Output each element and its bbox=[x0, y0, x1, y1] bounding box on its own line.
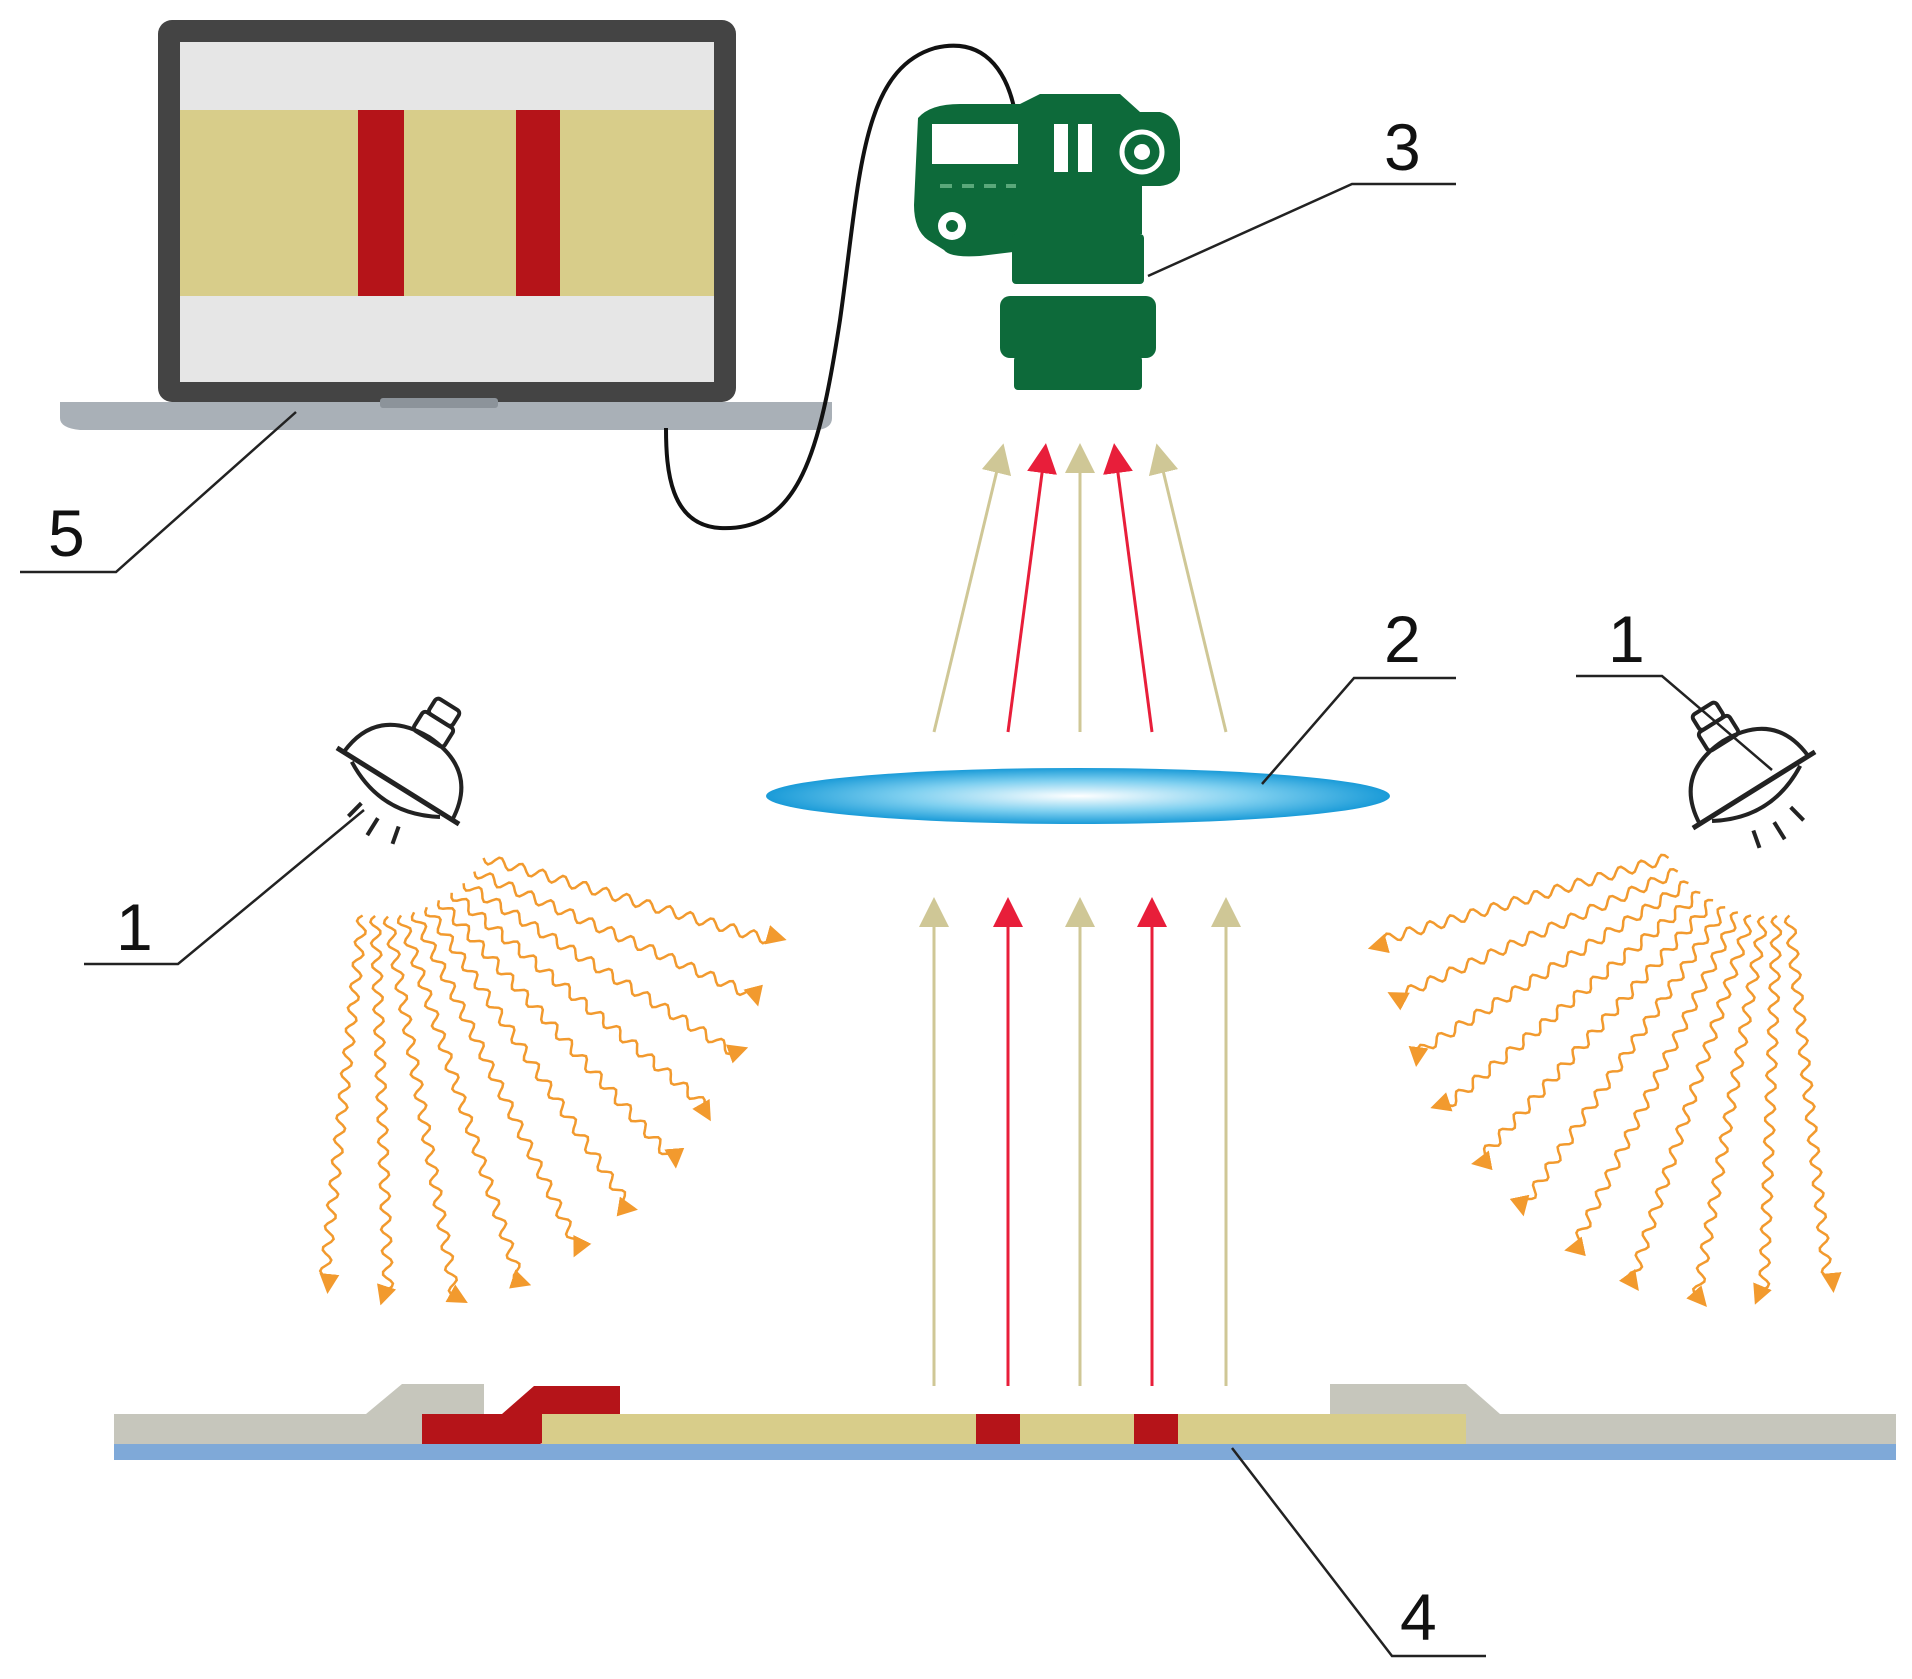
lamp-icon bbox=[1688, 700, 1817, 849]
right-light-wave bbox=[1471, 898, 1714, 1171]
lamp-left-glow-2 bbox=[365, 817, 380, 837]
leader-camera bbox=[1147, 182, 1456, 278]
left-light-wave bbox=[423, 906, 638, 1217]
upper-reflected-rays bbox=[932, 443, 1228, 733]
strip-sample-pad bbox=[114, 1384, 484, 1444]
left-light-wave bbox=[368, 914, 397, 1306]
right-light-wave bbox=[1387, 868, 1679, 1011]
test-strip bbox=[114, 1384, 1896, 1460]
right-light-wave bbox=[1753, 914, 1783, 1305]
strip-absorbent-pad bbox=[1330, 1384, 1896, 1444]
upper-ray-pale-1 bbox=[932, 443, 1012, 733]
screen-test-line-1 bbox=[358, 110, 404, 296]
label-lamp-right: 1 bbox=[1608, 602, 1645, 676]
left-light-wave bbox=[462, 883, 749, 1064]
camera-display bbox=[932, 124, 1018, 164]
emitted-light-right bbox=[1367, 853, 1842, 1307]
upper-ray-red-1 bbox=[1006, 443, 1057, 733]
lamp-left-bulb bbox=[350, 760, 441, 819]
right-light-wave bbox=[1564, 911, 1739, 1257]
label-laptop: 5 bbox=[48, 496, 85, 570]
laptop-icon bbox=[60, 20, 832, 430]
focusing-lens bbox=[766, 768, 1390, 824]
left-light-wave bbox=[450, 892, 711, 1122]
screen-test-line-2 bbox=[516, 110, 560, 296]
left-light-wave bbox=[482, 856, 787, 945]
camera-dial-center bbox=[1134, 144, 1150, 160]
lamp-left-glow-1 bbox=[346, 801, 363, 818]
left-light-wave bbox=[410, 911, 592, 1258]
upper-ray-pale-3 bbox=[1148, 443, 1228, 733]
right-light-wave bbox=[1367, 853, 1670, 954]
strip-control-line bbox=[1134, 1414, 1178, 1444]
camera-dial bbox=[1119, 129, 1165, 175]
lamp-right-shade bbox=[1688, 726, 1812, 827]
strip-test-line bbox=[976, 1414, 1020, 1444]
leader-strip bbox=[1231, 1447, 1486, 1658]
usb-cable bbox=[664, 43, 1018, 531]
label-strip: 4 bbox=[1400, 1580, 1437, 1654]
strip-backing bbox=[114, 1444, 1896, 1460]
camera-button-2 bbox=[1078, 124, 1092, 172]
lamp-right-glow-1 bbox=[1751, 829, 1762, 849]
lamp-left-shade bbox=[340, 722, 464, 823]
right-light-wave bbox=[1430, 890, 1701, 1112]
lower-reflected-rays bbox=[919, 897, 1241, 1386]
leader-lens bbox=[1261, 676, 1456, 785]
screen-strip-band bbox=[180, 110, 714, 296]
camera-lens-ring bbox=[1004, 284, 1152, 298]
lamp-icon bbox=[335, 696, 464, 845]
left-light-wave bbox=[318, 914, 367, 1294]
lamp-right-rim bbox=[1691, 749, 1817, 831]
laptop-notch bbox=[380, 398, 498, 408]
right-light-wave bbox=[1408, 880, 1689, 1068]
left-light-wave bbox=[473, 871, 763, 1007]
right-light-wave bbox=[1509, 905, 1726, 1217]
lamp-right-glow-2 bbox=[1772, 821, 1787, 841]
laptop-base bbox=[60, 402, 832, 430]
label-camera: 3 bbox=[1384, 110, 1421, 184]
label-lens: 2 bbox=[1384, 602, 1421, 676]
leader-lamp-left bbox=[84, 809, 365, 966]
camera-small-dial-center bbox=[946, 220, 958, 232]
right-light-wave bbox=[1619, 914, 1753, 1291]
leader-laptop bbox=[20, 411, 297, 574]
camera-lens-mount bbox=[1012, 234, 1144, 284]
lamp-left-glow-3 bbox=[390, 825, 401, 845]
left-light-wave bbox=[436, 900, 685, 1169]
camera-lens-front bbox=[1014, 356, 1142, 390]
camera-button-1 bbox=[1054, 124, 1068, 172]
leader-lamp-right bbox=[1576, 674, 1773, 771]
left-light-wave bbox=[396, 914, 532, 1289]
upper-ray-red-2 bbox=[1103, 443, 1154, 733]
camera-icon bbox=[914, 94, 1180, 390]
left-light-wave bbox=[382, 915, 468, 1303]
right-light-wave bbox=[1783, 914, 1842, 1293]
lamp-right-bulb bbox=[1711, 764, 1802, 823]
lamp-left-rim bbox=[335, 745, 461, 827]
emitted-light-left bbox=[318, 856, 787, 1306]
camera-lens-barrel bbox=[1000, 296, 1156, 358]
right-light-wave bbox=[1686, 915, 1768, 1307]
label-lamp-left: 1 bbox=[116, 890, 153, 964]
lamp-right-glow-3 bbox=[1789, 805, 1806, 822]
